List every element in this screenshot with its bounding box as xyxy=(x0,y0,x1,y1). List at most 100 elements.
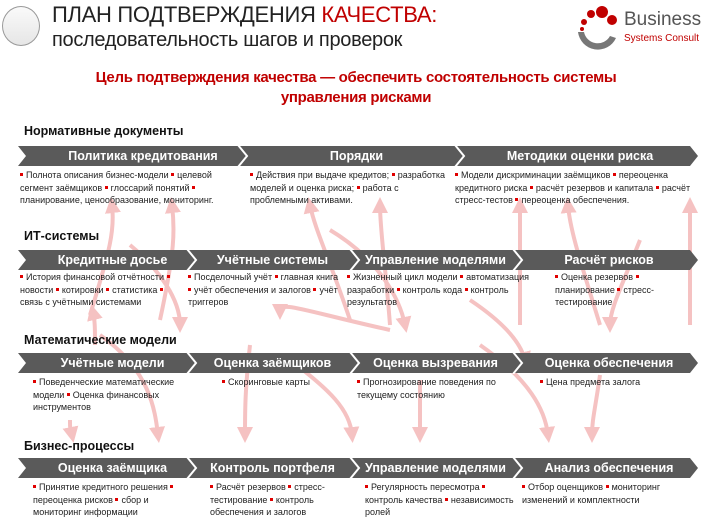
bullet-icon xyxy=(464,287,468,291)
step-details: История финансовой отчётности новости ко… xyxy=(20,271,185,309)
bullet-icon xyxy=(55,287,59,291)
step-details: Скоринговые карты xyxy=(222,376,340,389)
bullet-icon xyxy=(655,185,659,189)
detail-item: Цена предмета залога xyxy=(546,377,641,387)
logo-icon xyxy=(578,6,617,50)
step-details: Посделочный учёт главная книга учёт обес… xyxy=(188,271,345,309)
process-bar xyxy=(18,457,698,479)
step-details: Регулярность пересмотра контроль качеств… xyxy=(365,481,515,519)
step-details: Прогнозирование поведения по текущему со… xyxy=(357,376,520,401)
detail-item: переоценка кредитного риска xyxy=(455,170,668,193)
chevron-divider xyxy=(512,249,524,271)
step-label: Оценка вызревания xyxy=(373,356,498,370)
section-heading: ИТ-системы xyxy=(24,229,100,243)
detail-item: Оценка финансовых инструментов xyxy=(33,389,160,413)
chevron-divider xyxy=(186,457,198,479)
bullet-icon xyxy=(515,198,519,202)
bullet-icon xyxy=(365,485,368,489)
bullet-icon xyxy=(210,485,213,489)
step-details: Действия при выдаче кредитов; разработка… xyxy=(250,169,450,207)
bullet-icon xyxy=(188,287,191,291)
bullet-icon xyxy=(396,287,400,291)
detail-item: работа с проблемными активами. xyxy=(250,182,399,206)
detail-item: статистика xyxy=(112,284,158,295)
detail-item: глоссарий понятий xyxy=(110,182,190,193)
page-subtitle: последовательность шагов и проверок xyxy=(52,29,403,51)
detail-item: переоценка обеспечения. xyxy=(521,195,630,205)
bullet-icon xyxy=(522,485,525,489)
bullet-icon xyxy=(33,485,36,489)
step-details: Отбор оценщиков мониторинг изменений и к… xyxy=(522,481,700,506)
bullet-icon xyxy=(115,497,119,501)
step-details: Принятие кредитного решения переоценка р… xyxy=(33,481,185,519)
detail-item: контроль кода xyxy=(402,284,463,295)
detail-item: Оценка резервов xyxy=(561,272,633,282)
bullet-icon xyxy=(20,173,23,177)
detail-item: котировки xyxy=(61,284,104,295)
chevron-divider xyxy=(349,352,361,374)
bullet-icon xyxy=(222,380,225,384)
detail-item: целевой сегмент заёмщиков xyxy=(20,170,212,193)
bullet-icon xyxy=(482,485,486,489)
bullet-icon xyxy=(274,275,278,279)
detail-item: стресс-тестирование xyxy=(210,482,325,505)
detail-item: Расчёт резервов xyxy=(216,482,286,492)
detail-item: стресс-тестирование xyxy=(555,284,654,308)
detail-item: расчёт резервов и капитала xyxy=(535,182,654,193)
detail-item: Поведенческие математические модели xyxy=(33,377,175,400)
bullet-icon xyxy=(347,275,350,279)
detail-item: Посделочный учёт xyxy=(194,272,273,282)
logo-tagline: Systems Consult xyxy=(624,33,700,44)
detail-item: Регулярность пересмотра xyxy=(371,482,480,492)
chevron-divider xyxy=(454,145,466,167)
step-details: Поведенческие математические модели Оцен… xyxy=(33,376,180,414)
logo-name: Business xyxy=(624,9,702,30)
detail-item: учёт триггеров xyxy=(188,284,338,308)
decorative-circle xyxy=(2,6,40,46)
process-bar xyxy=(18,145,698,167)
bullet-icon xyxy=(170,485,174,489)
detail-item: мониторинг изменений и комплектности xyxy=(522,482,661,505)
step-details: Полнота описания бизнес-модели целевой с… xyxy=(20,169,235,207)
detail-item: переоценка рисков xyxy=(33,494,113,505)
step-label: Учётные системы xyxy=(216,253,329,267)
step-details: Модели дискриминации заёмщиков переоценк… xyxy=(455,169,700,207)
bullet-icon xyxy=(250,173,253,177)
bullet-icon xyxy=(159,287,163,291)
detail-item: Принятие кредитного решения xyxy=(39,482,168,492)
page-title: ПЛАН ПОДТВЕРЖДЕНИЯ КАЧЕСТВА: xyxy=(52,2,438,27)
bullet-icon xyxy=(529,185,533,189)
step-label: Оценка заёмщиков xyxy=(213,356,332,370)
detail-item: Жизненный цикл модели xyxy=(353,272,458,282)
chevron-divider xyxy=(349,249,361,271)
detail-item: главная книга xyxy=(280,272,339,282)
detail-item: автоматизация разработки xyxy=(347,272,530,295)
section-heading: Математические модели xyxy=(24,333,177,347)
detail-item: разработка моделей и оценка риска; xyxy=(250,170,445,193)
detail-item: Модели дискриминации заёмщиков xyxy=(461,170,611,180)
detail-item: Отбор оценщиков xyxy=(528,482,604,492)
detail-item: новости xyxy=(20,284,54,295)
step-label: Контроль портфеля xyxy=(210,461,335,475)
step-details: Цена предмета залога xyxy=(540,376,700,389)
bullet-icon xyxy=(357,380,360,384)
detail-item: контроль результатов xyxy=(347,284,509,308)
detail-item: независимость ролей xyxy=(365,494,514,518)
bullet-icon xyxy=(33,380,36,384)
step-label: Управление моделями xyxy=(365,253,506,267)
bullet-icon xyxy=(356,185,360,189)
step-details: Оценка резервов планирование стресс-тест… xyxy=(555,271,700,309)
detail-item: планирование, ценообразование, мониторин… xyxy=(20,195,214,205)
bullet-icon xyxy=(460,275,464,279)
bullet-icon xyxy=(605,485,609,489)
step-label: Анализ обеспечения xyxy=(544,461,674,475)
chevron-divider xyxy=(186,249,198,271)
bullet-icon xyxy=(612,173,616,177)
bullet-icon xyxy=(444,497,448,501)
process-bar xyxy=(18,249,698,271)
bullet-icon xyxy=(66,392,70,396)
detail-item: Прогнозирование поведения по текущему со… xyxy=(357,377,496,400)
bullet-icon xyxy=(617,287,621,291)
bullet-icon xyxy=(106,287,110,291)
detail-item: сбор и мониторинг информации xyxy=(33,494,149,518)
